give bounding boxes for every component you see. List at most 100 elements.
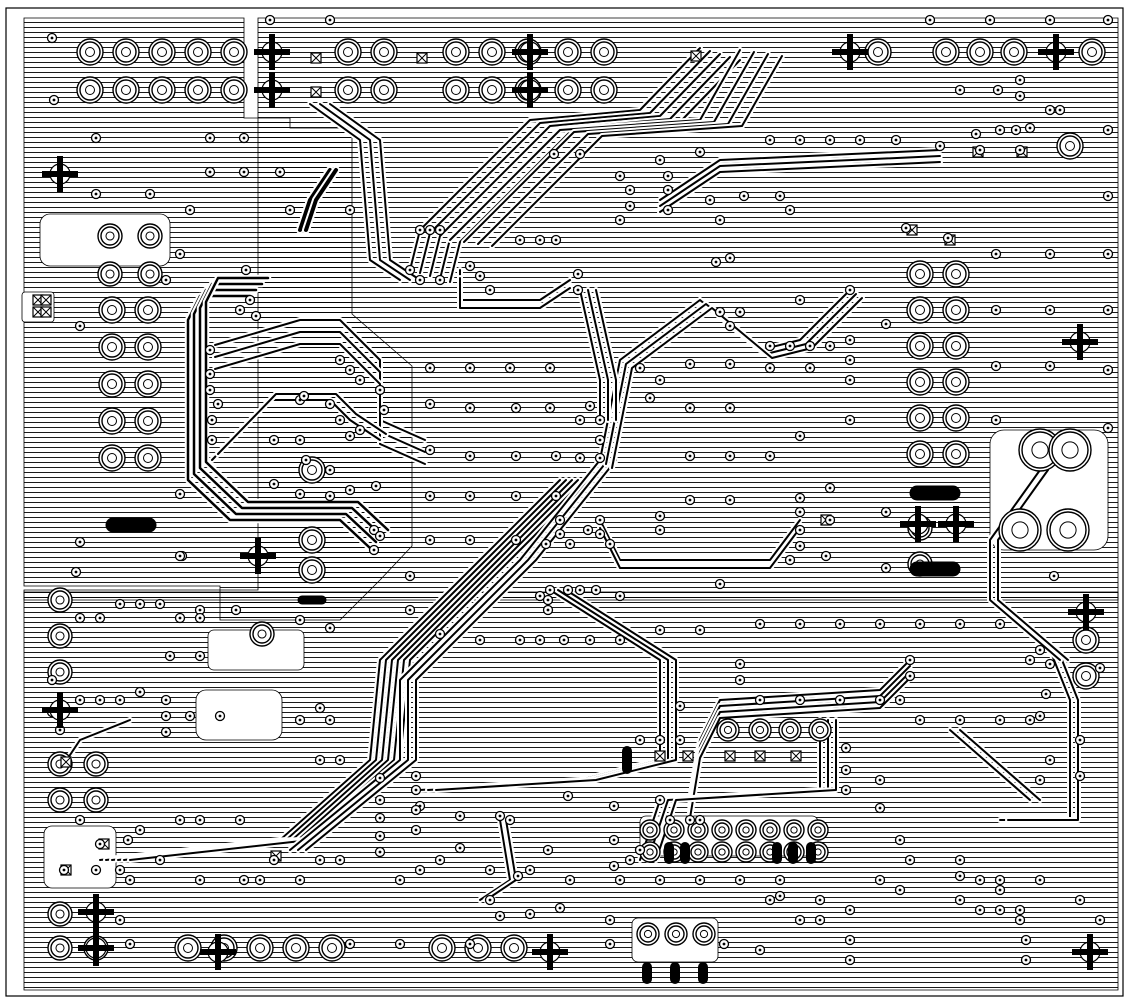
via-hole [728,498,732,502]
via-hole [844,788,848,792]
via-hole [908,674,912,678]
via-hole [698,150,702,154]
via-hole [398,878,402,882]
via-hole [658,514,662,518]
via-hole [1106,128,1110,132]
pad-hole [107,379,117,389]
via-hole [244,268,248,272]
via-hole [1098,918,1102,922]
via-hole [498,814,502,818]
via-hole [658,528,662,532]
via-hole [428,402,432,406]
via-hole [1014,128,1018,132]
via-hole [598,518,602,522]
via-hole [378,534,382,538]
via-hole [658,878,662,882]
via-hole [928,18,932,22]
pad-hole [451,85,461,95]
via-hole [758,948,762,952]
via-hole [94,868,98,872]
via-hole [884,510,888,514]
pad-hole [291,943,301,953]
via-hole [74,570,78,574]
pad-hole [915,341,925,351]
via-hole [268,18,272,22]
trace [304,168,338,232]
square-pad-x [754,750,766,762]
via-hole [728,406,732,410]
via-hole [208,348,212,352]
pad-hole [487,85,497,95]
square-pad-x [40,306,52,318]
via-hole [978,878,982,882]
pad-hole [694,826,702,834]
via-hole [298,618,302,622]
via-hole [1038,778,1042,782]
via-hole [478,274,482,278]
via-hole [52,98,56,102]
via-hole [164,730,168,734]
via-hole [894,138,898,142]
via-hole [348,368,352,372]
via-hole [328,468,332,472]
via-hole [488,288,492,292]
via-hole [378,816,382,820]
via-hole [828,138,832,142]
via-hole [946,236,950,240]
pad-hole [107,453,117,463]
via-hole [138,602,142,606]
pad-hole [873,47,883,57]
via-hole [168,654,172,658]
vertical-slot [788,842,798,864]
trace [429,53,721,277]
pad-hole [1065,141,1075,151]
via-hole [658,798,662,802]
via-hole [348,488,352,492]
vertical-slot [772,842,782,864]
pad-hole [473,943,483,953]
via-hole [468,264,472,268]
via-hole [242,170,246,174]
pad-hole [451,47,461,57]
via-hole [538,238,542,242]
via-hole [878,778,882,782]
via-hole [848,908,852,912]
via-hole [678,704,682,708]
via-hole [1106,194,1110,198]
via-hole [698,818,702,822]
via-hole [718,582,722,586]
via-hole [272,858,276,862]
via-hole [338,418,342,422]
pad-hole [157,85,167,95]
via-hole [128,942,132,946]
via-hole [1024,958,1028,962]
via-hole [378,834,382,838]
via-hole [638,738,642,742]
via-hole [514,538,518,542]
pad-hole [107,305,117,315]
via-hole [848,938,852,942]
via-hole [414,808,418,812]
via-hole [798,298,802,302]
via-hole [768,898,772,902]
via-hole [78,818,82,822]
via-hole [844,768,848,772]
square-pad-x [682,750,694,762]
pad-hole [55,795,65,805]
pad-hole [255,943,265,953]
via-hole [418,228,422,232]
square-pad-x [654,750,666,762]
via-hole [378,850,382,854]
via-hole [998,908,1002,912]
pad-hole [1061,441,1079,459]
via-hole [1048,662,1052,666]
via-hole [612,804,616,808]
via-hole [514,406,518,410]
pad-hole [1009,47,1019,57]
via-hole [878,806,882,810]
via-hole [382,408,386,412]
via-hole [298,718,302,722]
via-hole [998,128,1002,132]
oval-slot [909,561,961,577]
via-hole [210,438,214,442]
